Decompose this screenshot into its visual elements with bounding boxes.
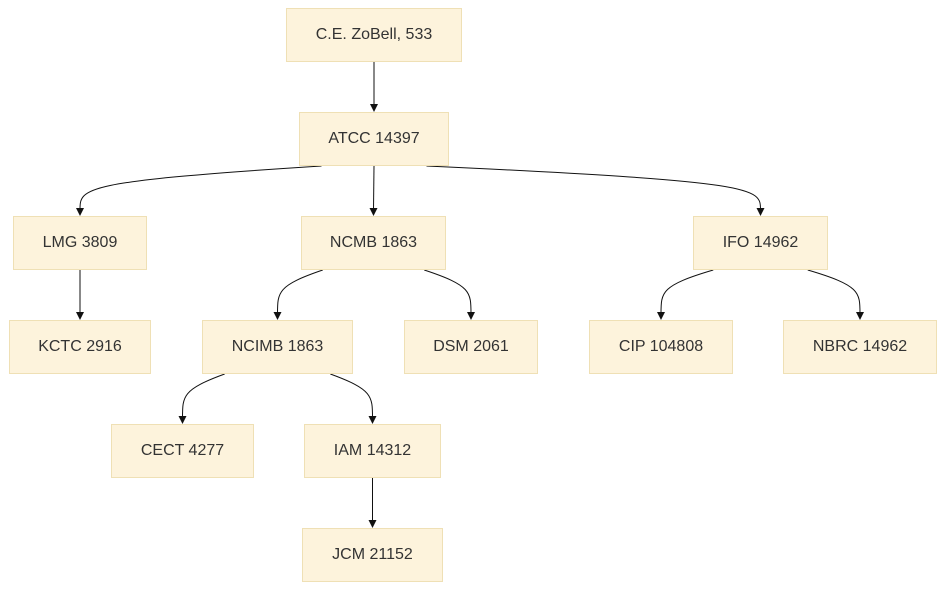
node-iam: IAM 14312: [304, 424, 441, 478]
arrowhead-atcc-lmg: [76, 208, 84, 216]
edge-ifo-nbrc: [807, 269, 861, 315]
edge-atcc-ifo: [426, 165, 761, 211]
arrowhead-ifo-nbrc: [856, 312, 864, 320]
edge-ifo-cip: [660, 269, 714, 315]
node-nbrc: NBRC 14962: [783, 320, 937, 374]
edge-ncimb-iam: [330, 373, 373, 419]
arrowhead-lmg-kctc: [76, 312, 84, 320]
node-cect: CECT 4277: [111, 424, 254, 478]
node-dsm: DSM 2061: [404, 320, 538, 374]
arrowhead-ifo-cip: [657, 312, 665, 320]
arrowhead-zobell-atcc: [370, 104, 378, 112]
arrowhead-iam-jcm: [368, 520, 377, 528]
arrowhead-ncmb-ncimb: [273, 312, 282, 320]
node-ncimb: NCIMB 1863: [202, 320, 353, 374]
edge-atcc-ncmb: [373, 165, 375, 211]
edge-atcc-lmg: [79, 165, 322, 211]
arrowhead-atcc-ncmb: [369, 208, 378, 216]
arrowhead-ncmb-dsm: [467, 312, 475, 320]
edge-ncimb-cect: [182, 373, 225, 419]
node-ncmb: NCMB 1863: [301, 216, 446, 270]
node-atcc: ATCC 14397: [299, 112, 449, 166]
node-ifo: IFO 14962: [693, 216, 828, 270]
edge-ncmb-dsm: [424, 269, 472, 315]
edge-ncmb-ncimb: [277, 269, 323, 315]
node-zobell: C.E. ZoBell, 533: [286, 8, 462, 62]
arrowhead-atcc-ifo: [756, 208, 765, 216]
node-cip: CIP 104808: [589, 320, 733, 374]
arrowhead-ncimb-iam: [368, 416, 377, 424]
node-kctc: KCTC 2916: [9, 320, 151, 374]
node-lmg: LMG 3809: [13, 216, 147, 270]
node-jcm: JCM 21152: [302, 528, 443, 582]
arrowhead-ncimb-cect: [178, 416, 187, 424]
